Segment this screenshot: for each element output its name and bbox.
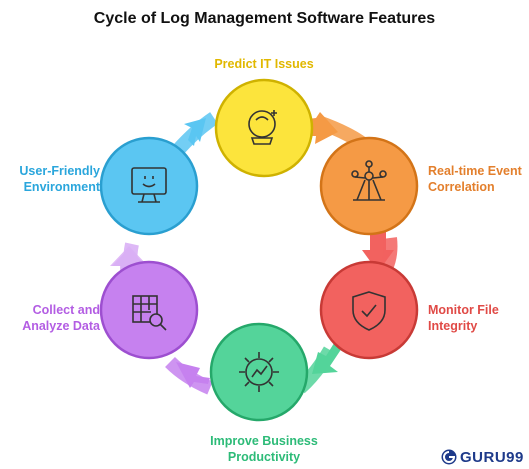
guru99-logo-icon xyxy=(441,449,457,465)
shield-check-icon xyxy=(352,291,386,331)
node-improve xyxy=(209,322,309,422)
crystal-ball-icon xyxy=(248,110,277,145)
network-atom-icon xyxy=(351,160,387,201)
node-user xyxy=(99,136,199,236)
diagram-title: Cycle of Log Management Software Feature… xyxy=(93,10,436,27)
node-monitor xyxy=(319,260,419,360)
monitor-smile-icon xyxy=(131,167,167,203)
table-search-icon xyxy=(132,295,167,331)
logo-text: GURU99 xyxy=(460,448,524,466)
node-realtime xyxy=(319,136,419,236)
label-predict-it-issues: Predict IT Issues xyxy=(214,57,314,71)
gear-chart-icon xyxy=(239,352,279,392)
node-collect xyxy=(99,260,199,360)
node-predict xyxy=(214,78,314,178)
guru99-logo: GURU99 xyxy=(441,447,524,467)
